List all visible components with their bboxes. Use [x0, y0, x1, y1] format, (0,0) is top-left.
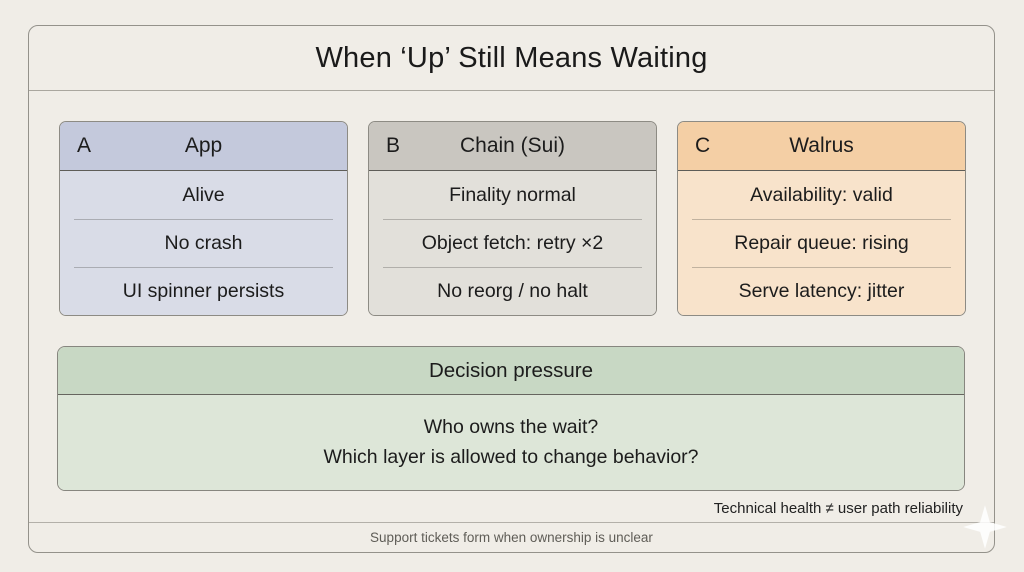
card-chain-title: Chain (Sui) [459, 134, 566, 157]
page-title: When ‘Up’ Still Means Waiting [315, 41, 708, 74]
card-chain-header: B Chain (Sui) [369, 122, 656, 171]
card-row: UI spinner persists [60, 267, 347, 315]
card-row: Alive [182, 183, 225, 206]
footer-bar: Support tickets form when ownership is u… [29, 522, 994, 552]
decision-pressure-body: Who owns the wait? Which layer is allowe… [58, 395, 964, 490]
title-bar: When ‘Up’ Still Means Waiting [29, 26, 994, 91]
slide-frame: When ‘Up’ Still Means Waiting A App Aliv… [28, 25, 995, 553]
card-row: No crash [60, 219, 347, 267]
decision-pressure-title: Decision pressure [428, 358, 594, 382]
card-walrus-title: Walrus [789, 134, 854, 157]
card-letter-c: C [695, 134, 711, 157]
card-row: Repair queue: rising [678, 219, 965, 267]
cards-row: A App Alive No crash UI spinner persists… [59, 121, 966, 316]
card-chain-sui: B Chain (Sui) Finality normal Object fet… [368, 121, 657, 316]
card-row: Availability: valid [750, 183, 893, 206]
decision-line: Who owns the wait? [423, 416, 599, 438]
decision-pressure-box: Decision pressure Who owns the wait? Whi… [57, 346, 965, 491]
card-row: Object fetch: retry ×2 [369, 219, 656, 267]
card-walrus-header: C Walrus [678, 122, 965, 171]
card-letter-b: B [386, 134, 401, 157]
card-row: No reorg / no halt [369, 267, 656, 315]
card-row: Serve latency: jitter [678, 267, 965, 315]
card-app-title: App [184, 134, 223, 157]
decision-line: Which layer is allowed to change behavio… [323, 446, 699, 468]
card-letter-a: A [77, 134, 92, 157]
decision-pressure-header: Decision pressure [58, 347, 964, 395]
note-technical-health: Technical health ≠ user path reliability [713, 500, 963, 517]
card-app-body: Alive No crash UI spinner persists [60, 171, 347, 315]
card-walrus-body: Availability: valid Repair queue: rising… [678, 171, 965, 315]
card-walrus: C Walrus Availability: valid Repair queu… [677, 121, 966, 316]
card-app-header: A App [60, 122, 347, 171]
card-row: Finality normal [449, 183, 576, 206]
card-chain-body: Finality normal Object fetch: retry ×2 N… [369, 171, 656, 315]
card-app: A App Alive No crash UI spinner persists [59, 121, 348, 316]
footer-text: Support tickets form when ownership is u… [370, 530, 653, 545]
